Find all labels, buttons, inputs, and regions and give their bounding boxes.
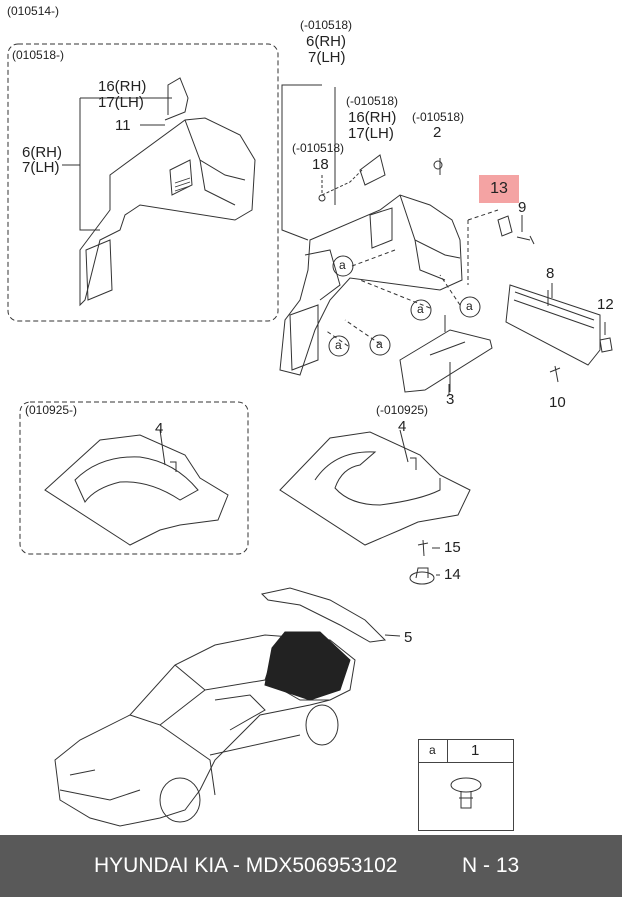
label-part-3: 3 [446, 391, 455, 408]
label-panel-code: (010518-) [12, 48, 65, 62]
label-left-6: 6(RH) [22, 144, 62, 161]
car-trunk-shading [264, 631, 351, 701]
legend-a-letter: a [429, 743, 436, 757]
label-part-10: 10 [549, 394, 566, 411]
label-part-18: 18 [312, 156, 329, 173]
legend-clip-icon [450, 777, 482, 809]
label-code-010925-left: (010925-) [25, 403, 78, 417]
left-trim-panel [79, 77, 256, 307]
part-15-screw [417, 539, 429, 557]
part-3-panel [399, 329, 493, 393]
callout-a-3: a [466, 299, 473, 313]
label-part-2: 2 [433, 124, 442, 141]
footer-page: N - 13 [462, 854, 520, 877]
label-mid-16: 16(RH) [348, 109, 397, 126]
footer-brand-part: HYUNDAI KIA - MDX506953102 [94, 854, 398, 877]
callout-a-4: a [335, 338, 342, 352]
legend-cell-a: a [419, 740, 448, 762]
label-left-11: 11 [115, 117, 131, 134]
middle-trim-panel [279, 154, 463, 376]
label-code-18: (-010518) [292, 141, 345, 155]
label-left-16: 16(RH) [98, 78, 147, 95]
callout-a-1: a [339, 258, 346, 272]
part-4-floor-left [44, 429, 229, 546]
variant-box-010925 [19, 401, 249, 555]
label-code-010925-right: (-010925) [376, 403, 429, 417]
part-5-parcel-shelf [260, 587, 387, 643]
label-mid-17: 17(LH) [348, 125, 394, 142]
footer-bar: HYUNDAI KIA - MDX506953102 N - 13 [0, 835, 622, 897]
callout-a-2: a [417, 302, 424, 316]
part-12-clip [599, 337, 613, 353]
part-8-trim-bar [505, 284, 601, 366]
leader-6-7 [281, 84, 322, 241]
label-top-left-code: (010514-) [7, 4, 60, 18]
label-part-14: 14 [444, 566, 461, 583]
label-part-15: 15 [444, 539, 461, 556]
part-9-screw [516, 235, 535, 245]
callout-a-5: a [376, 337, 383, 351]
label-code-top: (-010518) [300, 18, 353, 32]
part-14-clip [409, 567, 435, 585]
highlight-part-13[interactable]: 13 [479, 175, 519, 203]
parts-diagram [7, 43, 613, 827]
label-left-17: 17(LH) [98, 94, 144, 111]
label-part-8: 8 [546, 265, 555, 282]
legend-part-1: 1 [471, 742, 480, 759]
label-part-4-right: 4 [398, 418, 407, 435]
label-part-5: 5 [404, 629, 413, 646]
part-2-clip [433, 160, 443, 170]
label-part-4-left: 4 [155, 420, 164, 437]
label-left-7: 7(LH) [22, 159, 60, 176]
legend-box: a 1 [418, 739, 514, 831]
leader-left-16-17 [62, 97, 172, 231]
part-4-floor-right [279, 429, 471, 546]
label-lh-7: 7(LH) [308, 49, 346, 66]
variant-box-010518 [7, 43, 279, 322]
label-code-mid: (-010518) [346, 94, 399, 108]
label-code-2: (-010518) [412, 110, 465, 124]
label-part-9: 9 [518, 199, 527, 216]
leader-18 [321, 169, 363, 196]
part-13-clip [497, 215, 513, 237]
part-18-screw [318, 194, 326, 202]
label-rh-6: 6(RH) [306, 33, 346, 50]
part-10-screw [549, 365, 561, 383]
car-illustration [54, 634, 356, 827]
legend-header-row: a 1 [419, 740, 513, 763]
label-part-12: 12 [597, 296, 614, 313]
